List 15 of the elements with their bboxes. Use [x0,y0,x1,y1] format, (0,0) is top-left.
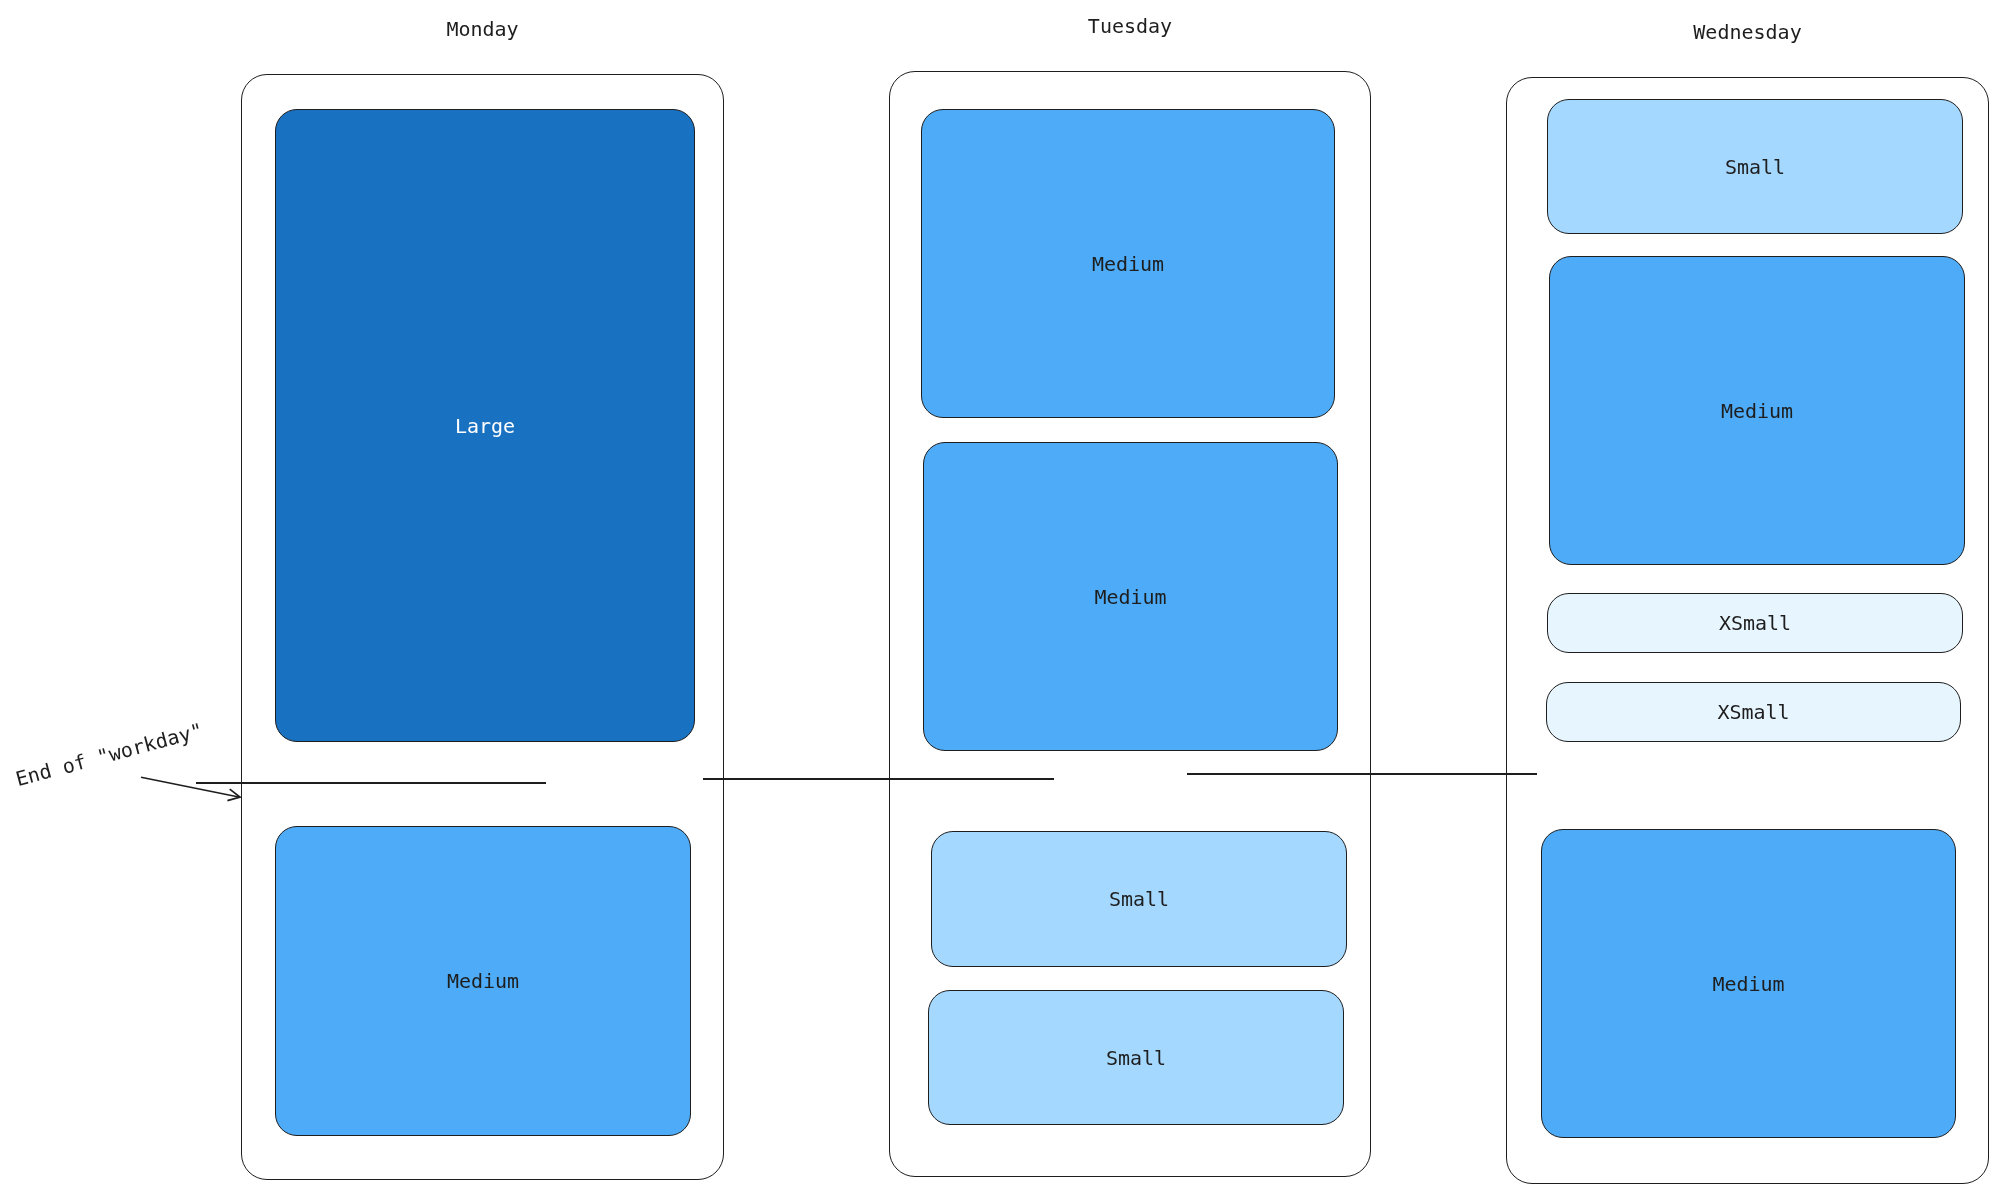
column-heading: Tuesday [1087,14,1173,38]
column-heading: Wednesday [1693,20,1802,44]
task-block: Medium [923,442,1338,751]
task-block: Small [1547,99,1963,234]
task-block: Medium [1549,256,1965,565]
arrow [140,776,241,802]
task-block: Medium [921,109,1335,418]
task-block: Small [931,831,1347,967]
column-heading: Monday [446,17,519,41]
task-block: Medium [275,826,691,1136]
task-block: Small [928,990,1344,1125]
task-block: Large [275,109,695,742]
task-block: Medium [1541,829,1956,1138]
task-block: XSmall [1547,593,1963,653]
task-block: XSmall [1546,682,1961,742]
